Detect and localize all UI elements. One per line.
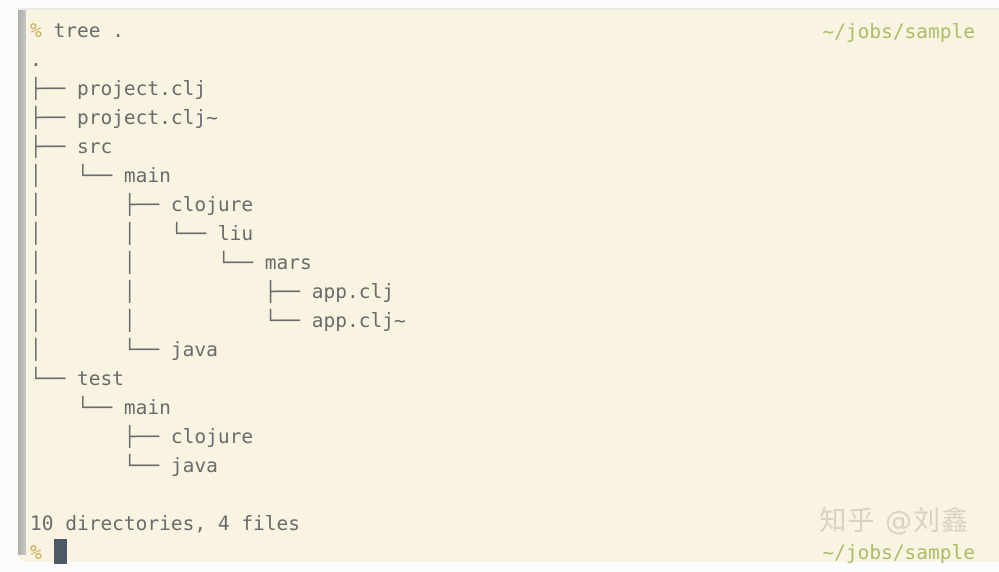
cursor-block [53,538,67,564]
command-text: tree . [53,19,124,42]
prompt-symbol: % [30,19,42,42]
watermark-text: 知乎 @刘鑫 [819,506,969,537]
cwd-path-top: ~/jobs/sample [822,20,975,43]
cwd-path-bottom: ~/jobs/sample [822,541,975,564]
terminal-window[interactable]: % tree . . ├── project.clj ├── project.c… [18,8,999,564]
prompt-symbol-active[interactable]: % [30,541,42,564]
terminal-buffer: % tree . . ├── project.clj ├── project.c… [30,16,406,567]
summary-line: 10 directories, 4 files [30,512,301,535]
scrollbar[interactable] [18,10,26,555]
tree-output: . ├── project.clj ├── project.clj~ ├── s… [30,48,406,477]
